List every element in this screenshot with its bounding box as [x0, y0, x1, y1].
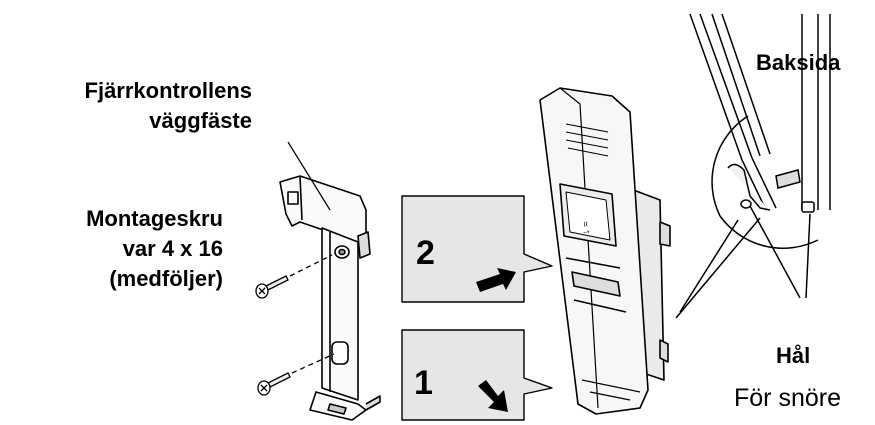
bracket-label: Fjärrkontrollens väggfäste	[85, 76, 252, 136]
back-side-label: Baksida	[756, 48, 840, 78]
screw-label-line2: var 4 x 16	[86, 234, 223, 264]
remote-control: ≈ ↑	[540, 88, 670, 414]
bracket-label-line1: Fjärrkontrollens	[85, 76, 252, 106]
screw-label-line3: (medföljer)	[86, 264, 223, 294]
bracket-label-line2: väggfäste	[85, 106, 252, 136]
step-1-number: 1	[414, 364, 433, 402]
screw-label-line1: Montageskru	[86, 204, 223, 234]
upper-screw	[256, 255, 332, 298]
wall-bracket	[280, 176, 380, 420]
screw-label: Montageskru var 4 x 16 (medföljer)	[86, 204, 223, 294]
step-2-number: 2	[416, 234, 435, 272]
svg-text:≈ ↑: ≈ ↑	[579, 221, 592, 236]
for-cord-label: För snöre	[734, 383, 841, 413]
hole-label: Hål	[776, 341, 810, 371]
